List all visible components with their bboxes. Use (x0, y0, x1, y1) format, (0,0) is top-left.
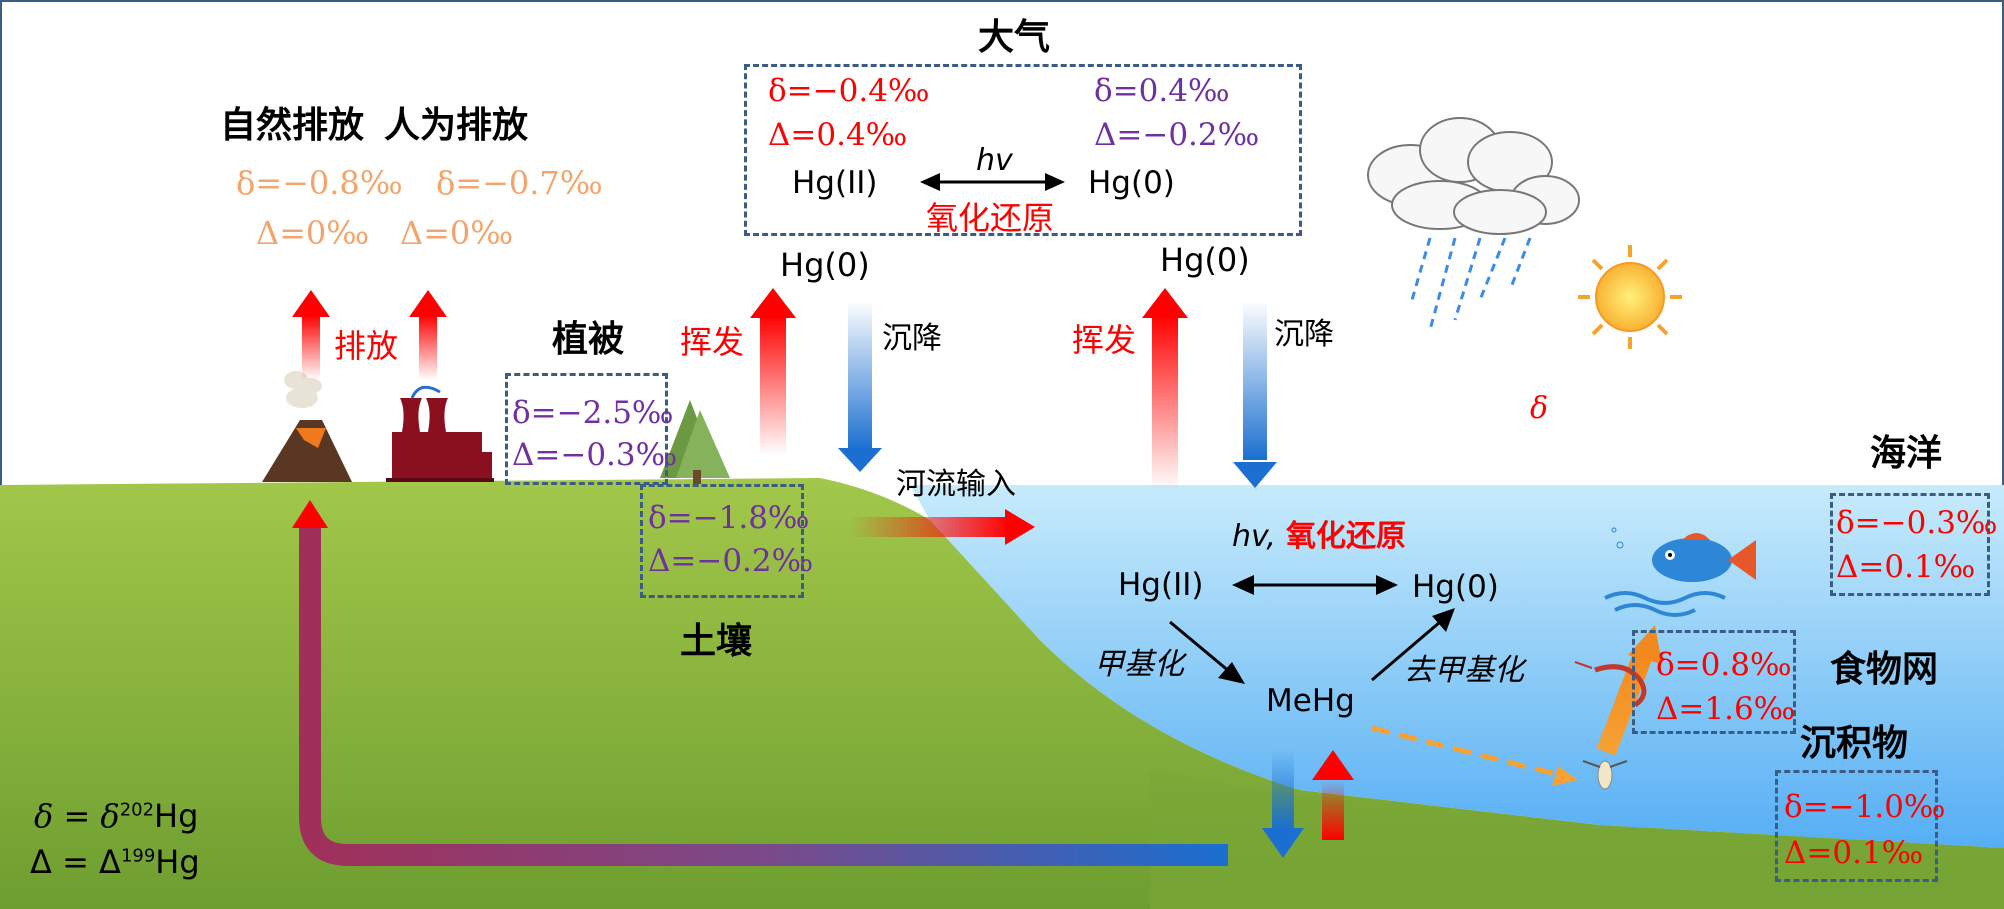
volatilize-label-left: 挥发 (680, 323, 745, 361)
atmosphere-left-cap-delta: Δ=0.4‰ (768, 117, 908, 153)
legend-cap-notation: Δ (99, 843, 121, 881)
natural-emission-title: 自然排放 (220, 105, 365, 146)
natural-emission-delta: δ=−0.8‰ (236, 164, 403, 202)
atmosphere-left-delta: δ=−0.4‰ (768, 73, 930, 109)
sediment-cap-delta: Δ=0.1‰ (1784, 835, 1924, 871)
atmosphere-hg0: Hg(0) (1088, 165, 1175, 201)
sediment-delta: δ=−1.0‰ (1784, 789, 1946, 825)
atmosphere-right-cap-delta: Δ=−0.2‰ (1094, 117, 1260, 153)
vegetation-cap-delta: Δ=−0.3‰ (512, 437, 678, 473)
sediment-box (1775, 770, 1938, 882)
ocean-mehg: MeHg (1266, 683, 1355, 719)
sky-delta-symbol: δ (1530, 391, 1549, 426)
volatilize-label-right: 挥发 (1072, 321, 1137, 359)
emission-label: 排放 (334, 327, 399, 365)
soil-delta: δ=−1.8‰ (648, 500, 810, 536)
ocean-hg2: Hg(II) (1118, 567, 1204, 603)
ocean-hg0: Hg(0) (1412, 569, 1499, 605)
legend-delta-element: Hg (154, 797, 199, 835)
atmosphere-right-delta: δ=0.4‰ (1094, 73, 1230, 109)
ocean-title: 海洋 (1870, 433, 1943, 474)
ocean-delta: δ=−0.3‰ (1836, 505, 1998, 541)
foodweb-box (1632, 630, 1796, 734)
ocean-cap-delta: Δ=0.1‰ (1836, 549, 1976, 585)
legend-cap-delta-definition: Δ = Δ199Hg (30, 846, 200, 878)
legend-cap-equals: = (62, 843, 89, 881)
soil-title: 土壤 (680, 621, 753, 662)
atmosphere-title: 大气 (978, 17, 1051, 58)
sediment-title: 沉积物 (1800, 723, 1909, 764)
soil-cap-delta: Δ=−0.2‰ (648, 543, 814, 579)
deposition-label-left: 沉降 (882, 321, 942, 356)
demethylation-label: 去甲基化 (1404, 653, 1524, 688)
river-input-label: 河流输入 (896, 467, 1016, 502)
hg0-volatilized-right: Hg(0) (1160, 241, 1250, 279)
legend-delta-symbol: δ (34, 797, 54, 835)
legend-delta-notation: δ (100, 797, 120, 835)
atmosphere-redox-label: 氧化还原 (926, 199, 1055, 237)
legend-delta-definition: δ = δ202Hg (34, 800, 198, 832)
natural-emission-cap-delta: Δ=0‰ (256, 214, 370, 252)
ocean-hv-label: hv, (1232, 519, 1276, 554)
legend-cap-element: Hg (155, 843, 200, 881)
legend-delta-equals: = (63, 797, 91, 835)
foodweb-title: 食物网 (1830, 649, 1939, 690)
anthropogenic-emission-cap-delta: Δ=0‰ (400, 214, 514, 252)
ocean-box (1830, 493, 1990, 596)
hg0-volatilized-left: Hg(0) (780, 246, 870, 284)
vegetation-title: 植被 (552, 319, 625, 360)
atmosphere-hg2: Hg(II) (792, 165, 878, 201)
atmosphere-box (744, 64, 1302, 236)
foodweb-cap-delta: Δ=1.6‰ (1656, 691, 1796, 727)
vegetation-box (505, 373, 668, 485)
methylation-label: 甲基化 (1094, 647, 1184, 682)
anthropogenic-emission-title: 人为排放 (384, 105, 529, 146)
anthropogenic-emission-delta: δ=−0.7‰ (436, 164, 603, 202)
atmosphere-hv-label: hv (976, 143, 1013, 178)
deposition-label-right: 沉降 (1274, 317, 1334, 352)
legend-cap-mass: 199 (120, 845, 156, 867)
legend-delta-mass: 202 (119, 799, 155, 821)
vegetation-delta: δ=−2.5‰ (512, 395, 674, 431)
ocean-redox-label: 氧化还原 (1286, 519, 1406, 554)
soil-box (640, 484, 804, 598)
foodweb-delta: δ=0.8‰ (1656, 647, 1792, 683)
legend-cap-symbol: Δ (30, 843, 52, 881)
